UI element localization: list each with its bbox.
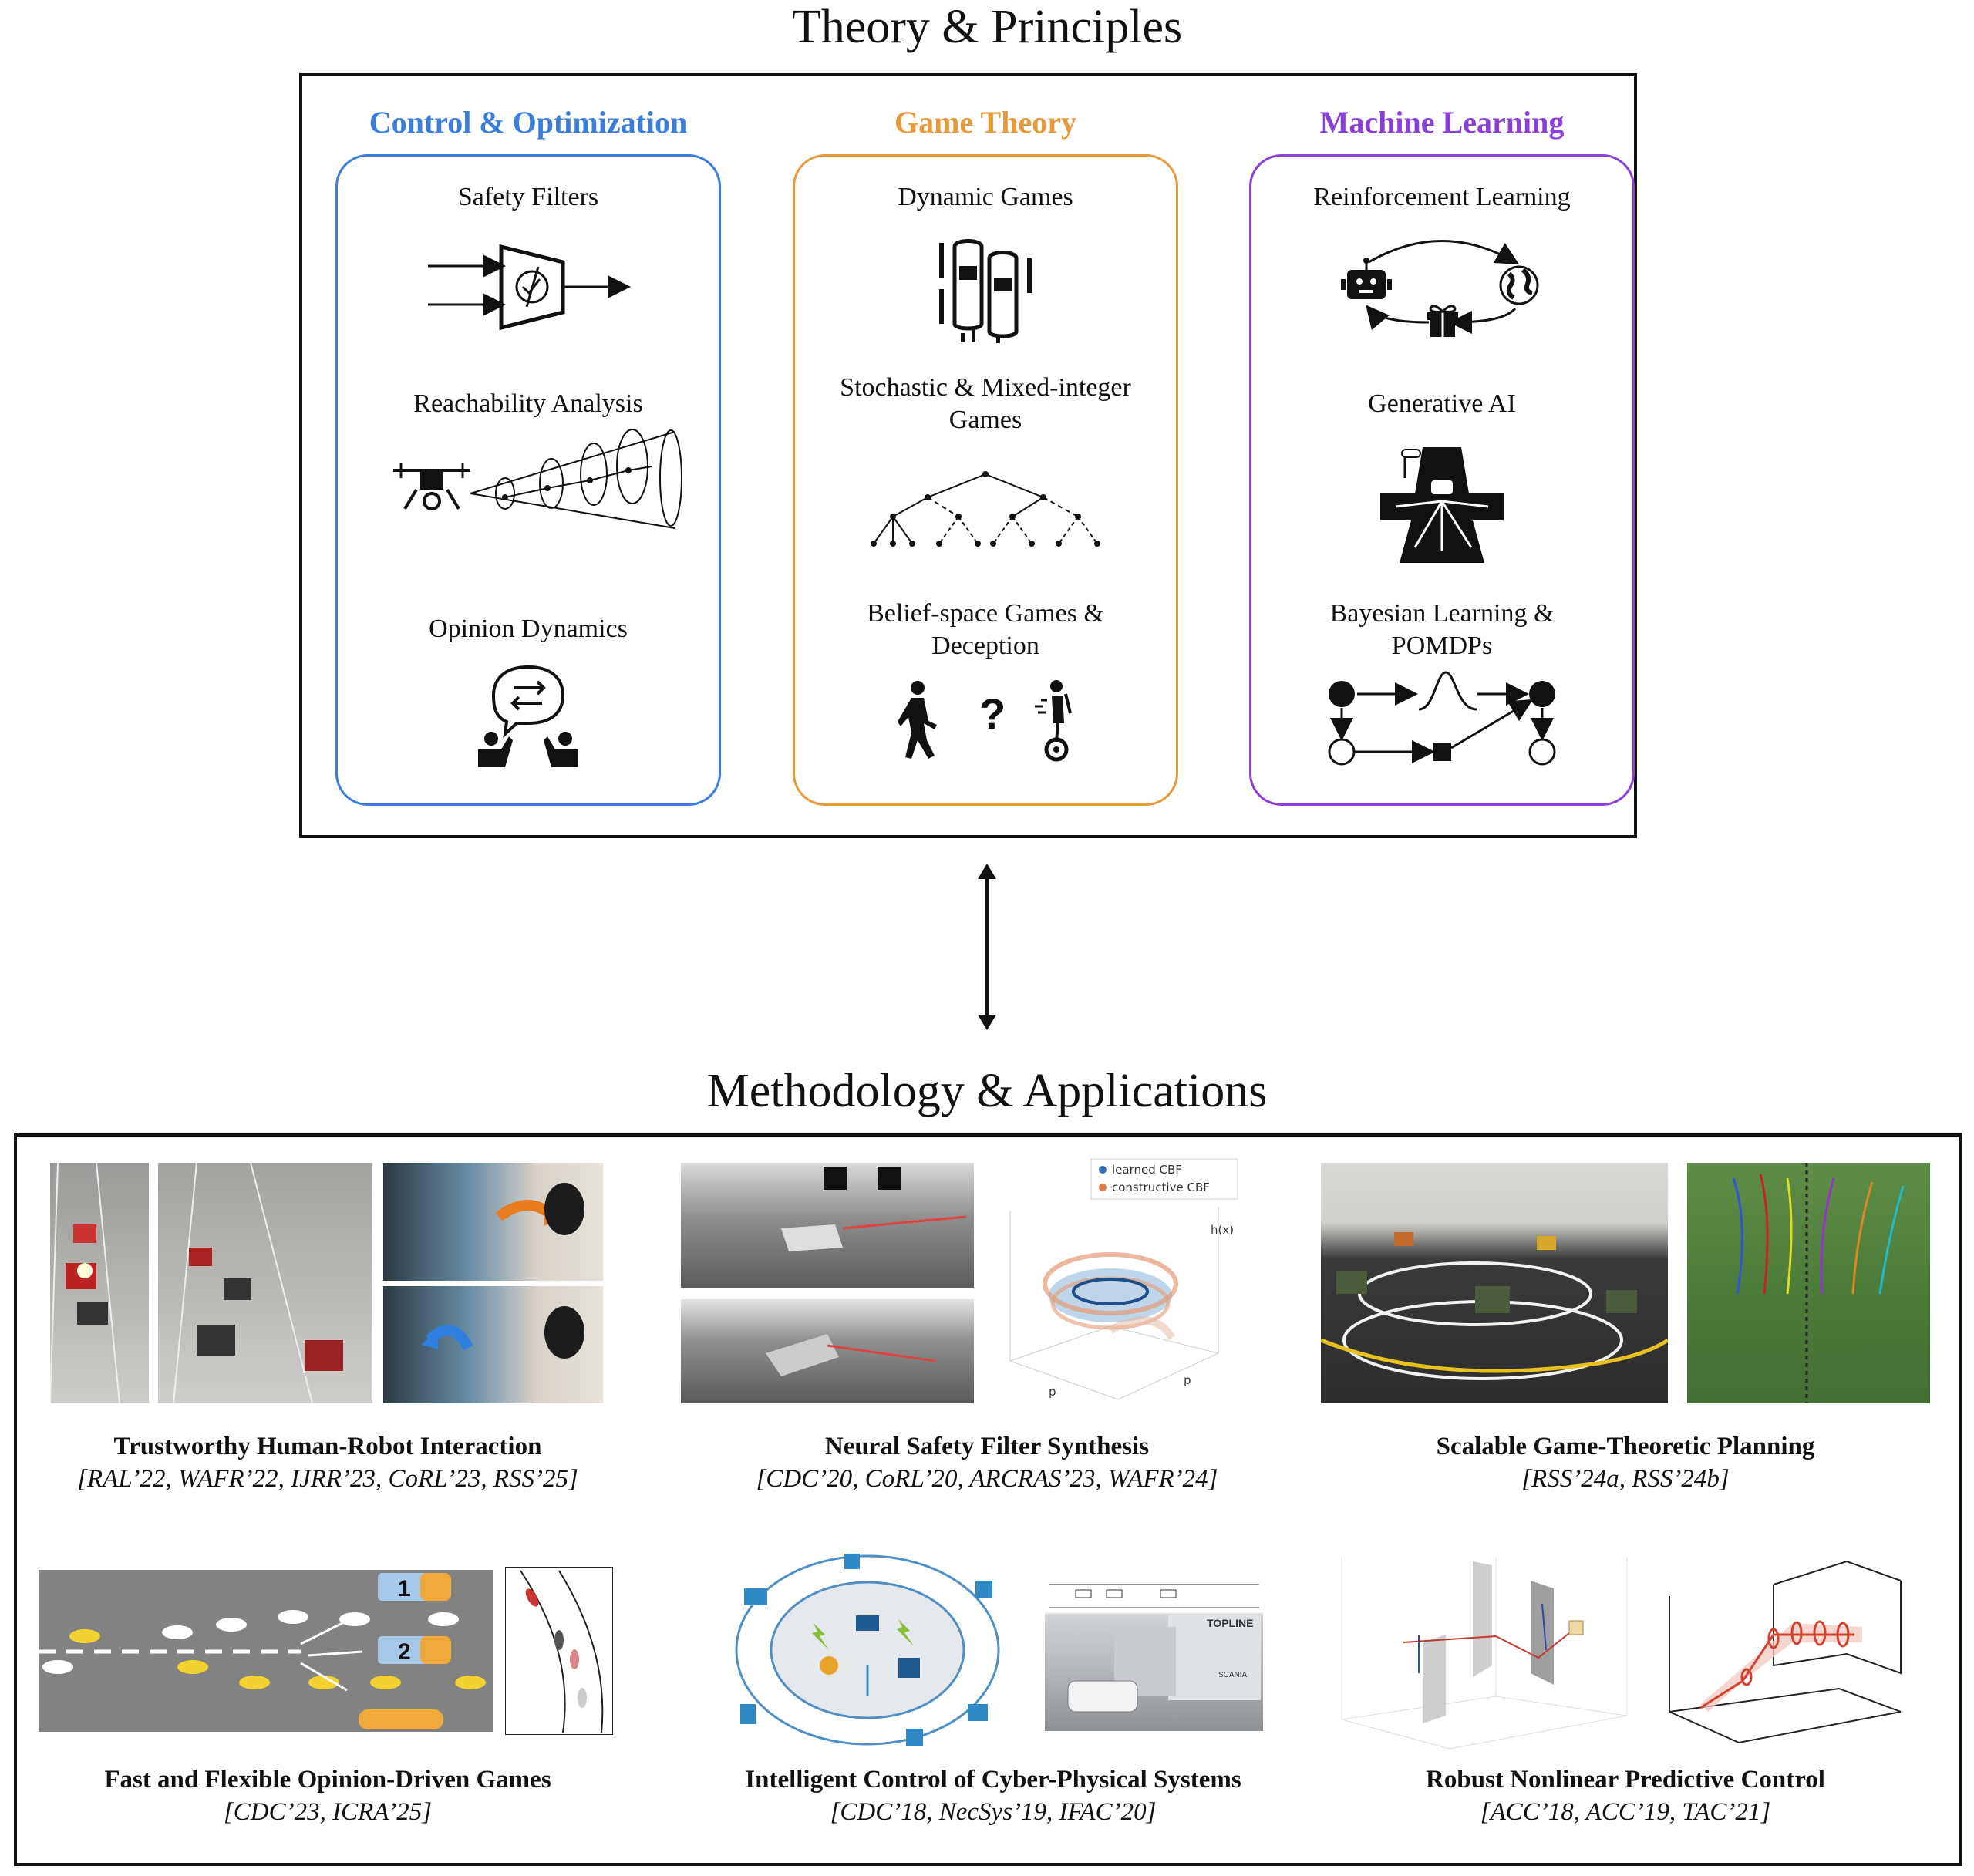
safety-filter-icon xyxy=(428,244,631,331)
legend-learned-cbf: learned CBF xyxy=(1112,1163,1182,1177)
item-dynamic-games: Dynamic Games xyxy=(898,183,1073,211)
bayesian-network-icon xyxy=(1328,671,1556,766)
nmpc-tube-plot xyxy=(1669,1560,1902,1744)
item-reinforcement-learning: Reinforcement Learning xyxy=(1313,183,1571,211)
app-title-nmpc: Robust Nonlinear Predictive Control xyxy=(1426,1766,1825,1793)
drone-trajectory-photo xyxy=(1687,1163,1930,1403)
column-box-control xyxy=(335,154,721,806)
opinion-exchange-icon xyxy=(478,665,578,767)
nmpc-3d-obstacle-plot xyxy=(1341,1558,1628,1750)
app-title-cyber-physical: Intelligent Control of Cyber-Physical Sy… xyxy=(745,1766,1241,1793)
racing-cars-icon xyxy=(939,239,1032,343)
road-branching-icon xyxy=(1380,447,1504,563)
pxr-axis-label: p xyxy=(1049,1385,1056,1399)
app-cite-opinion-games: [CDC’23, ICRA’25] xyxy=(223,1798,433,1826)
bottom-heading: Methodology & Applications xyxy=(706,1065,1268,1117)
item-belief-space-games: Belief-space Games & Deception xyxy=(867,599,1104,660)
truck-brand-label: TOPLINE xyxy=(1207,1617,1253,1629)
hri-photo-left xyxy=(50,1163,149,1403)
app-cite-cyber-physical: [CDC’18, NecSys’19, IFAC’20] xyxy=(830,1798,1157,1826)
item-bayesian-learning: Bayesian Learning & POMDPs xyxy=(1329,599,1555,660)
item-reachability: Reachability Analysis xyxy=(413,389,643,418)
cyber-physical-diagram xyxy=(735,1554,1000,1746)
top-heading: Theory & Principles xyxy=(791,1,1183,53)
drone-reach-tube-icon xyxy=(393,429,682,529)
theory-frame xyxy=(299,73,1637,838)
pedestrian-segway-icon: ? xyxy=(898,680,1072,762)
app-cite-game-planning: [RSS’24a, RSS’24b] xyxy=(1521,1465,1730,1493)
app-cite-hri: [RAL’22, WAFR’22, IJRR’23, CoRL’23, RSS’… xyxy=(77,1465,578,1493)
bidirectional-arrow xyxy=(978,864,996,1030)
robot-dog-photo-bottom xyxy=(681,1299,974,1403)
curved-road-diagram xyxy=(505,1567,613,1735)
item-safety-filters: Safety Filters xyxy=(457,183,599,211)
column-title-ml: Machine Learning xyxy=(1319,105,1565,140)
app-cite-nmpc: [ACC’18, ACC’19, TAC’21] xyxy=(1480,1798,1771,1826)
lane-marker-2: 2 xyxy=(398,1639,411,1665)
robot-dog-photo-top xyxy=(681,1163,974,1288)
legend-constructive-cbf: constructive CBF xyxy=(1112,1180,1210,1194)
app-title-hri: Trustworthy Human-Robot Interaction xyxy=(113,1433,542,1460)
svg-text:?: ? xyxy=(979,689,1006,738)
applications-frame xyxy=(14,1133,1962,1866)
app-cite-neural: [CDC’20, CoRL’20, ARCRAS’23, WAFR’24] xyxy=(756,1465,1218,1493)
rl-loop-icon xyxy=(1341,240,1539,337)
app-title-game-planning: Scalable Game-Theoretic Planning xyxy=(1436,1433,1815,1460)
cbf-3d-plot: learned CBF constructive CBF h(x) p p xyxy=(1009,1158,1238,1400)
item-opinion-dynamics: Opinion Dynamics xyxy=(429,615,628,643)
truck-make-label: SCANIA xyxy=(1218,1671,1248,1679)
lane-marker-1: 1 xyxy=(398,1576,411,1602)
game-tree-icon xyxy=(871,471,1100,547)
column-box-ml xyxy=(1249,154,1635,806)
pyr-axis-label: p xyxy=(1184,1373,1191,1387)
column-title-game-theory: Game Theory xyxy=(894,105,1076,140)
column-box-game-theory xyxy=(793,154,1178,806)
app-title-opinion-games: Fast and Flexible Opinion-Driven Games xyxy=(104,1766,551,1793)
highway-merge-diagram: 1 2 xyxy=(39,1567,494,1735)
column-title-control: Control & Optimization xyxy=(369,105,688,140)
app-title-neural: Neural Safety Filter Synthesis xyxy=(824,1433,1150,1460)
item-generative-ai: Generative AI xyxy=(1368,389,1516,418)
truck-platoon-photo: TOPLINE SCANIA xyxy=(1045,1565,1263,1731)
hri-photo-sim-bottom xyxy=(383,1286,603,1403)
robot-track-photo xyxy=(1321,1163,1668,1403)
hx-axis-label: h(x) xyxy=(1211,1223,1234,1237)
hri-photo-sim-top xyxy=(383,1163,603,1281)
item-stochastic-games: Stochastic & Mixed-integer Games xyxy=(840,373,1131,434)
hri-photo-middle xyxy=(158,1163,372,1403)
